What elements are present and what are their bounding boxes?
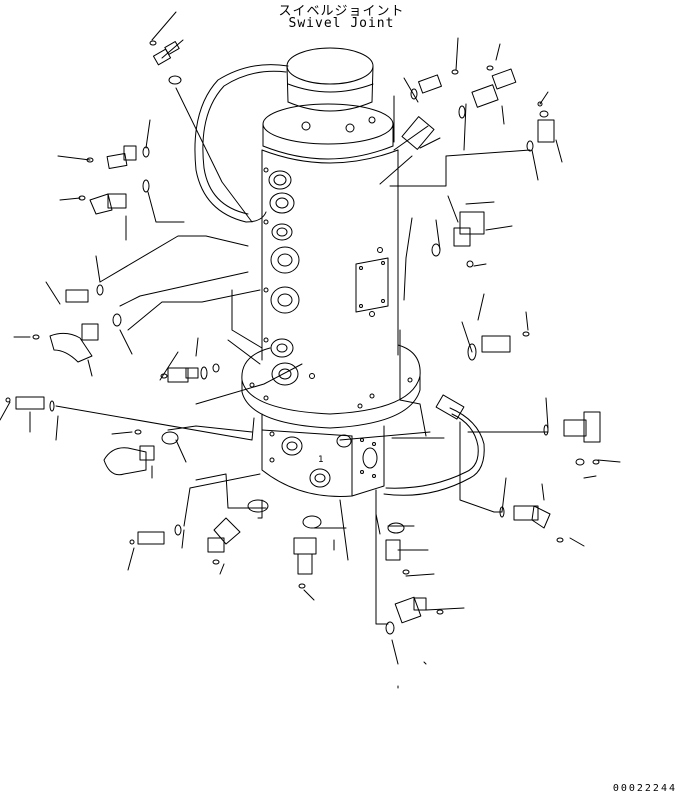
fitting-straight-left-3 (66, 285, 121, 326)
fitting-sensor-bottom-right (386, 597, 443, 634)
fitting-straight-bottom-left (130, 525, 181, 544)
fitting-elbow-45-bottom (208, 500, 268, 564)
leader-lines (0, 12, 620, 688)
fitting-straight-left-6 (6, 397, 54, 411)
lower-port-block: 1 (262, 414, 384, 496)
main-cylinder (262, 150, 398, 385)
fitting-elbow-left-5 (161, 364, 219, 382)
fitting-elbow-right-5 (544, 412, 600, 465)
top-collar (263, 104, 393, 159)
swivel-joint-body: 1 (242, 48, 420, 496)
fitting-straight-bottom-right (386, 523, 409, 574)
fitting-elbow-left-2 (79, 180, 149, 214)
fitting-sensor-right-3 (432, 212, 484, 267)
fitting-elbow-bottom-left (104, 430, 178, 475)
fitting-straight-bottom-center (294, 516, 321, 588)
fitting-elbow-right-top (459, 66, 516, 118)
port-number-label: 1 (318, 455, 324, 465)
fitting-straight-top-left (150, 41, 181, 84)
base-flange (242, 345, 420, 428)
fitting-elbow-left-4 (33, 324, 98, 362)
fitting-elbow-right-2 (527, 102, 554, 151)
title-english: Swivel Joint (288, 16, 395, 31)
top-cap (287, 48, 373, 111)
fitting-elbow-45-right-6 (500, 506, 563, 542)
side-ports (264, 168, 299, 385)
title-japanese: スイベルジョイント (278, 4, 405, 19)
fitting-straight-right-top (411, 70, 458, 99)
drawing-number: 00022244 (612, 783, 677, 794)
wire-harness (195, 65, 484, 496)
hydraulic-fittings (6, 41, 600, 634)
fitting-elbow-left-1 (87, 146, 149, 168)
fitting-straight-right-4 (468, 332, 529, 360)
